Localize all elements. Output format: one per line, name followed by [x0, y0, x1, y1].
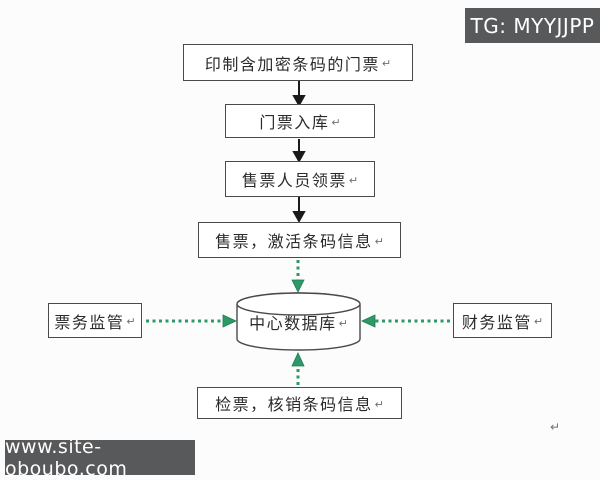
node-seller-receive-label: 售票人员领票 — [241, 171, 347, 190]
return-mark: ↵ — [533, 315, 544, 328]
stray-return-mark: ↵ — [550, 420, 561, 434]
return-mark: ↵ — [374, 397, 384, 411]
arrowhead-receive-to-sell — [292, 211, 306, 224]
node-check-verify-label: 检票，核销条码信息 — [215, 395, 373, 414]
arrowhead-sell-to-database — [291, 279, 305, 293]
database-cylinder — [236, 292, 361, 351]
node-check-verify: 检票，核销条码信息↵ — [197, 387, 402, 419]
node-print-tickets: 印制含加密条码的门票↵ — [183, 44, 413, 81]
return-mark: ↵ — [338, 316, 348, 330]
return-mark: ↵ — [381, 57, 392, 70]
watermark-bottom-left-badge: www.site-oboubo.com — [5, 436, 195, 480]
return-mark: ↵ — [126, 315, 136, 328]
node-ticket-supervision: 票务监管↵ — [48, 303, 142, 338]
arrowhead-print-to-inbound — [292, 95, 306, 108]
node-ticket-supervision-label: 票务监管 — [54, 312, 125, 332]
node-sell-activate: 售票，激活条码信息↵ — [198, 222, 401, 258]
central-database-text: 中心数据库 — [249, 314, 337, 333]
database-cylinder-top — [236, 292, 361, 316]
watermark-top-right-text: TG: MYYJJPP — [470, 13, 595, 38]
node-central-database-label: 中心数据库↵ — [237, 308, 360, 336]
node-ticket-inbound: 门票入库↵ — [225, 104, 375, 138]
arrowhead-ticket-supervision-to-database — [222, 314, 237, 328]
node-finance-supervision-label: 财务监管 — [461, 312, 532, 332]
return-mark: ↵ — [348, 173, 359, 187]
node-print-tickets-label: 印制含加密条码的门票 — [204, 54, 380, 74]
watermark-bottom-left-text: www.site-oboubo.com — [5, 435, 128, 480]
node-seller-receive: 售票人员领票↵ — [225, 161, 375, 197]
arrowhead-inbound-to-receive — [292, 151, 306, 164]
arrowhead-check-to-database — [291, 352, 305, 367]
node-finance-supervision: 财务监管↵ — [453, 303, 552, 338]
return-mark: ↵ — [331, 115, 341, 129]
node-sell-activate-label: 售票，激活条码信息 — [215, 232, 373, 251]
watermark-top-right-badge: TG: MYYJJPP — [465, 8, 600, 43]
arrowhead-finance-supervision-to-database — [361, 314, 376, 328]
node-ticket-inbound-label: 门票入库 — [259, 113, 330, 132]
return-mark: ↵ — [374, 234, 384, 248]
